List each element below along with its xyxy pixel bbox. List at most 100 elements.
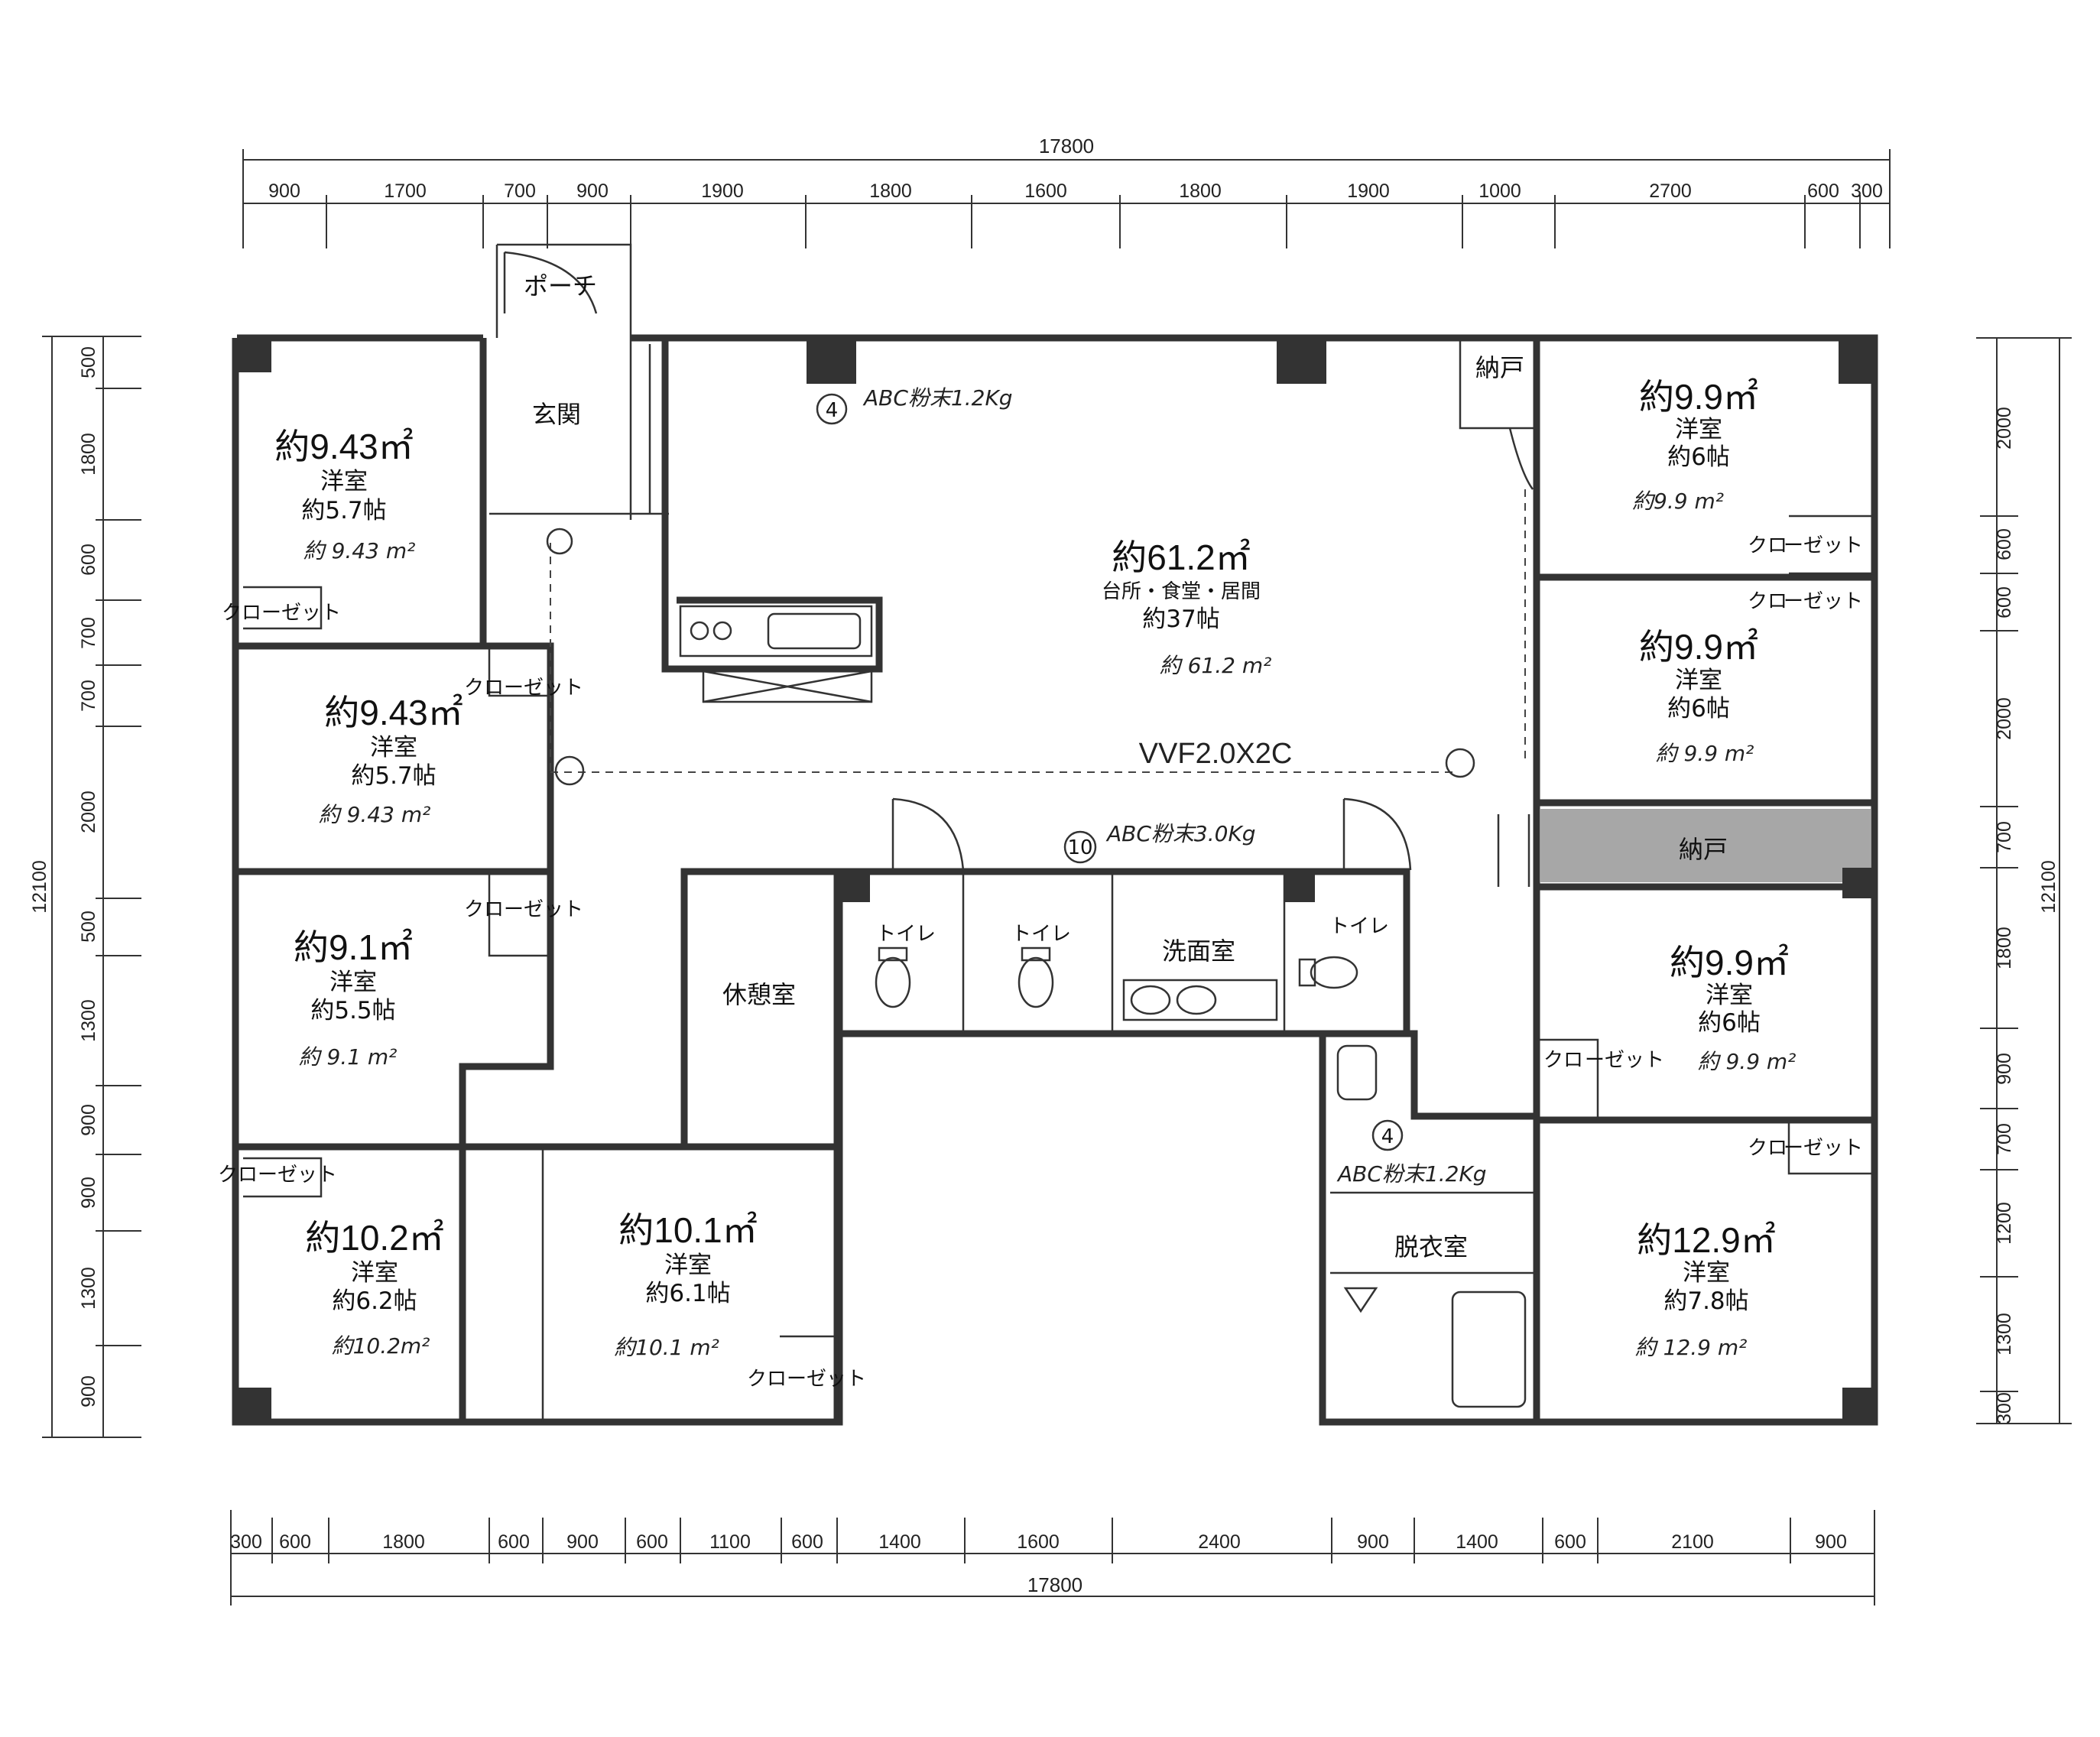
right-dim-1: 2000 [1994, 407, 2015, 450]
extinguisher-3: 4 ABC粉末1.2Kg [1336, 1119, 1487, 1187]
closet-label-8a: クロ [1543, 1049, 1583, 1072]
ldk-area: 約61.2㎡ [1112, 537, 1251, 577]
top-dim-13: 300 [1851, 180, 1883, 202]
right-dim-5: 700 [1994, 821, 2015, 853]
toilet-3-label: トイレ [1329, 915, 1389, 938]
right-dim-11: 300 [1994, 1392, 2015, 1424]
closet-label-6b: ーゼット [1784, 534, 1863, 557]
room-western-6: 約9.9㎡ 洋室 約6帖 約9.9 m² [1632, 377, 1758, 514]
left-dim-12: 900 [78, 1375, 99, 1407]
room-9-area: 約12.9㎡ [1637, 1220, 1776, 1260]
left-dim-6: 2000 [78, 791, 99, 833]
closet-label-9a: クロ [1748, 1137, 1787, 1160]
left-dim-3: 600 [78, 544, 99, 576]
closet-label-2: クローゼット [464, 677, 583, 700]
top-dim-6: 1800 [869, 180, 912, 202]
room-3-note: 約 9.1 m² [299, 1044, 398, 1070]
room-1-type: 洋室 [320, 468, 368, 495]
closet-label-9b: ーゼット [1784, 1137, 1863, 1160]
bottom-dim-15: 2100 [1671, 1531, 1714, 1553]
room-5-note: 約10.1 m² [614, 1335, 719, 1360]
room-1-tatami: 約5.7帖 [301, 497, 386, 524]
top-dim-5: 1900 [701, 180, 744, 202]
room-7-note: 約 9.9 m² [1656, 741, 1754, 766]
room-8-tatami: 約6帖 [1698, 1009, 1761, 1037]
room-6-type: 洋室 [1675, 416, 1722, 443]
room-3-tatami: 約5.5帖 [310, 997, 395, 1024]
bottom-dim-1: 300 [230, 1531, 262, 1553]
top-dim-2: 1700 [384, 180, 427, 202]
closet-label-3: クローゼット [464, 898, 583, 921]
right-total-dimension: 12100 [2038, 860, 2059, 914]
bottom-dim-13: 1400 [1456, 1531, 1498, 1553]
room-7-type: 洋室 [1675, 667, 1722, 694]
door-swings [503, 251, 1534, 887]
room-3-area: 約9.1㎡ [294, 927, 413, 967]
closet-labels: クローゼット クローゼット クローゼット クローゼット クローゼット クロ ーゼ… [218, 534, 1863, 1391]
room-4-type: 洋室 [351, 1259, 398, 1287]
top-dim-4: 900 [576, 180, 609, 202]
kitchen-counter [679, 605, 873, 703]
ldk-tatami: 約37帖 [1142, 606, 1219, 633]
storage-top-label: 納戸 [1475, 353, 1524, 382]
extinguisher-1-number: 4 [826, 399, 839, 422]
left-dim-8: 1300 [78, 999, 99, 1042]
porch-label: ポーチ [524, 271, 597, 300]
top-dim-3: 700 [504, 180, 536, 202]
room-5-area: 約10.1㎡ [618, 1210, 758, 1250]
left-dim-10: 900 [78, 1177, 99, 1209]
wiring-run [546, 489, 1526, 786]
bottom-dim-14: 600 [1554, 1531, 1586, 1553]
extinguisher-2-note: ABC粉末3.0Kg [1105, 821, 1256, 846]
room-7-tatami: 約6帖 [1667, 695, 1730, 722]
room-9-note: 約 12.9 m² [1635, 1335, 1748, 1360]
toilet-1-label: トイレ [876, 923, 936, 946]
storage-shaded [1540, 809, 1871, 882]
right-dim-8: 700 [1994, 1123, 2015, 1155]
room-western-5: 約10.1㎡ 洋室 約6.1帖 約10.1 m² [614, 1210, 758, 1360]
washroom-label: 洗面室 [1162, 937, 1235, 966]
right-dim-7: 900 [1994, 1053, 2015, 1085]
closet-label-5: クローゼット [747, 1368, 866, 1391]
left-dimension-line: 12100 500 1800 600 700 700 2000 500 1300… [29, 336, 141, 1438]
bottom-dim-12: 900 [1357, 1531, 1389, 1553]
right-dim-9: 1200 [1994, 1202, 2015, 1245]
room-4-area: 約10.2㎡ [305, 1218, 444, 1258]
bottom-dim-2: 600 [279, 1531, 311, 1553]
walls [232, 243, 1878, 1426]
left-dim-1: 500 [78, 346, 99, 378]
wiring-spec-label: VVF2.0X2C [1139, 738, 1293, 770]
room-3-type: 洋室 [329, 969, 377, 996]
toilet-2-label: トイレ [1011, 923, 1071, 946]
closet-label-7a: クロ [1748, 590, 1787, 613]
bottom-dim-7: 1100 [709, 1531, 751, 1553]
room-1-area: 約9.43㎡ [274, 427, 414, 466]
right-dim-10: 1300 [1994, 1313, 2015, 1356]
extinguisher-3-note: ABC粉末1.2Kg [1336, 1161, 1487, 1187]
bottom-dim-9: 1400 [878, 1531, 921, 1553]
room-western-3: 約9.1㎡ 洋室 約5.5帖 約 9.1 m² [294, 927, 413, 1070]
bottom-dim-16: 900 [1815, 1531, 1847, 1553]
right-dim-6: 1800 [1994, 927, 2015, 969]
space-labels: ポーチ 玄関 納戸 納戸 休憩室 トイレ トイレ トイレ 洗面室 脱衣室 [524, 271, 1728, 1261]
bottom-dim-4: 600 [498, 1531, 530, 1553]
left-dim-11: 1300 [78, 1267, 99, 1310]
bottom-dim-10: 1600 [1017, 1531, 1060, 1553]
room-8-area: 約9.9㎡ [1670, 943, 1789, 982]
top-dim-1: 900 [268, 180, 300, 202]
closet-label-4: クローゼット [218, 1164, 337, 1187]
extinguisher-2-number: 10 [1067, 836, 1092, 859]
right-dim-3: 600 [1994, 586, 2015, 619]
room-western-2: 約9.43㎡ 洋室 約5.7帖 約 9.43 m² [319, 693, 463, 827]
top-dim-9: 1900 [1347, 180, 1390, 202]
right-dimension-line: 2000 600 600 2000 700 1800 900 700 1200 … [1976, 337, 2072, 1424]
room-8-type: 洋室 [1706, 982, 1753, 1009]
left-dim-5: 700 [78, 680, 99, 712]
top-dim-11: 2700 [1649, 180, 1692, 202]
room-2-area: 約9.43㎡ [324, 693, 463, 732]
extinguisher-3-number: 4 [1381, 1125, 1394, 1148]
room-5-type: 洋室 [664, 1252, 712, 1279]
room-9-tatami: 約7.8帖 [1663, 1287, 1748, 1315]
bottom-dim-11: 2400 [1198, 1531, 1241, 1553]
